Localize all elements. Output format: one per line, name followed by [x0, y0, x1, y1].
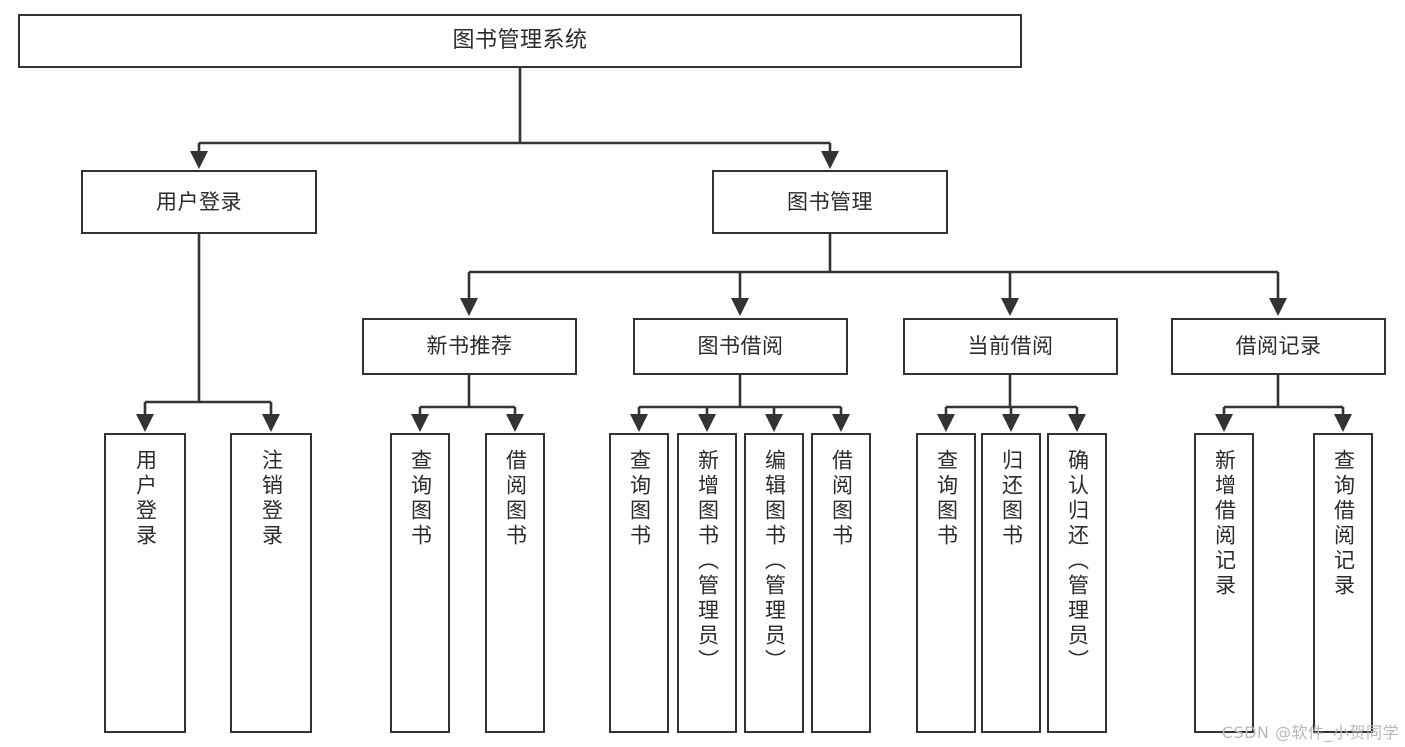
- node-label: 借阅图书: [503, 449, 528, 549]
- node-label: 用户登录: [133, 449, 158, 549]
- node-label: 确认归还（管理员）: [1065, 449, 1090, 674]
- node-label: 注销登录: [259, 449, 284, 549]
- leaf-user-login-signin[interactable]: 用户登录: [104, 433, 186, 733]
- node-user-login[interactable]: 用户登录: [81, 170, 317, 234]
- node-label: 新增图书（管理员）: [695, 449, 720, 674]
- leaf-user-login-signout[interactable]: 注销登录: [230, 433, 312, 733]
- leaf-current-confirm-return-admin[interactable]: 确认归还（管理员）: [1047, 433, 1107, 733]
- node-label: 借阅图书: [829, 449, 854, 549]
- node-label: 图书管理系统: [452, 28, 588, 54]
- node-label: 新增借阅记录: [1212, 449, 1237, 599]
- leaf-records-query-record[interactable]: 查询借阅记录: [1313, 433, 1373, 733]
- leaf-current-return-books[interactable]: 归还图书: [981, 433, 1041, 733]
- leaf-borrow-query-books[interactable]: 查询图书: [609, 433, 669, 733]
- leaf-new-book-query-books[interactable]: 查询图书: [390, 433, 450, 733]
- node-new-book-recommendation[interactable]: 新书推荐: [362, 318, 577, 375]
- leaf-borrow-edit-book-admin[interactable]: 编辑图书（管理员）: [744, 433, 804, 733]
- node-label: 当前借阅: [967, 334, 1054, 359]
- node-label: 借阅记录: [1235, 334, 1322, 359]
- csdn-watermark: CSDN @软件_小贺同学: [1221, 723, 1399, 742]
- node-root-book-management-system[interactable]: 图书管理系统: [18, 14, 1022, 68]
- leaf-new-book-borrow-books[interactable]: 借阅图书: [485, 433, 545, 733]
- node-label: 查询借阅记录: [1331, 449, 1356, 599]
- node-label: 归还图书: [999, 449, 1024, 549]
- node-book-borrowing[interactable]: 图书借阅: [633, 318, 848, 375]
- node-label: 编辑图书（管理员）: [762, 449, 787, 674]
- node-label: 图书借阅: [697, 334, 784, 359]
- node-label: 查询图书: [934, 449, 959, 549]
- node-label: 查询图书: [408, 449, 433, 549]
- node-current-borrowing[interactable]: 当前借阅: [903, 318, 1118, 375]
- node-label: 查询图书: [627, 449, 652, 549]
- node-borrow-records[interactable]: 借阅记录: [1171, 318, 1386, 375]
- node-label: 用户登录: [156, 189, 242, 214]
- leaf-records-add-record[interactable]: 新增借阅记录: [1194, 433, 1254, 733]
- leaf-current-query-books[interactable]: 查询图书: [916, 433, 976, 733]
- leaf-borrow-add-book-admin[interactable]: 新增图书（管理员）: [677, 433, 737, 733]
- node-label: 新书推荐: [426, 334, 513, 359]
- node-label: 图书管理: [787, 189, 873, 214]
- node-book-management[interactable]: 图书管理: [712, 170, 948, 234]
- leaf-borrow-borrow-books[interactable]: 借阅图书: [811, 433, 871, 733]
